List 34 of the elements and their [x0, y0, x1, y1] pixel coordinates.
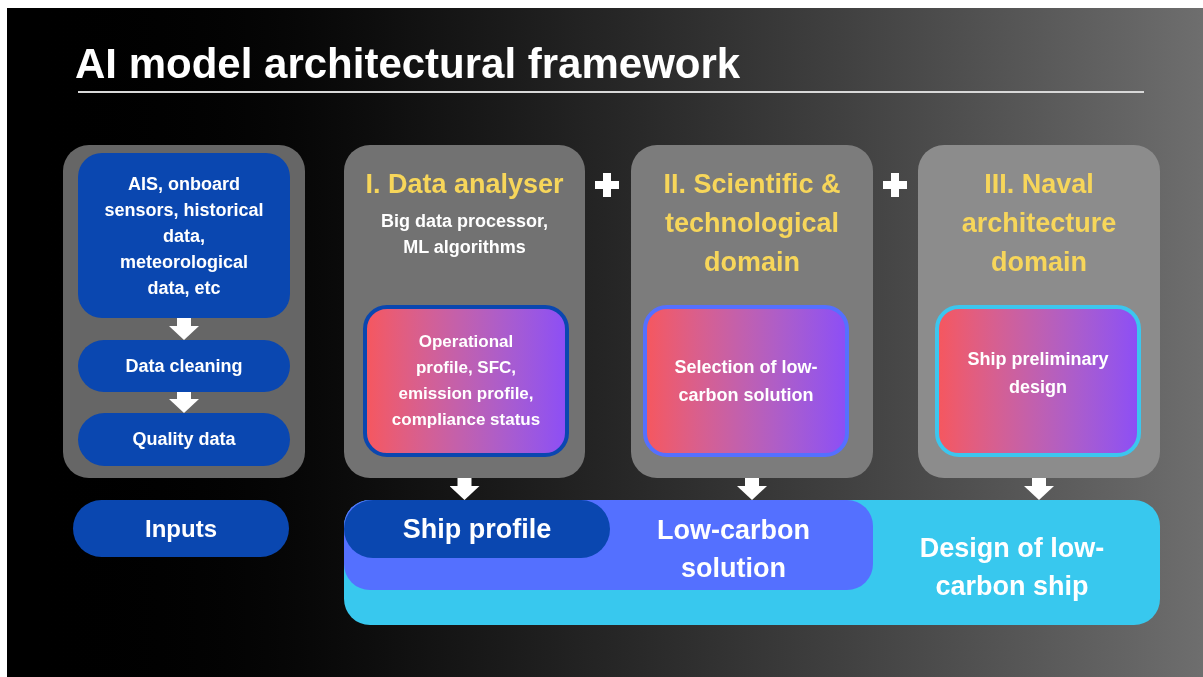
node-label: Ship preliminary design	[966, 348, 1110, 399]
block-arrow	[737, 478, 767, 500]
panel-heading: III. Naval architecture domain	[960, 168, 1118, 279]
process-pill	[78, 340, 290, 392]
inputs-panel	[63, 145, 305, 478]
node-label: Ship profile	[402, 513, 552, 546]
output-box	[935, 305, 1141, 457]
node-label: AIS, onboard sensors, historical data, meteorological data, etc	[103, 172, 265, 300]
node-label: Selection of low-carbon solution	[673, 356, 819, 407]
panel-heading: II. Scientific & technological domain	[662, 168, 842, 279]
node-label: Design of low-carbon ship	[918, 531, 1106, 603]
result-band	[344, 500, 1160, 625]
block-arrow	[449, 478, 480, 500]
module-panel	[344, 145, 585, 478]
panel-heading: I. Data analyser	[365, 168, 564, 201]
node-label: Quality data	[132, 428, 236, 451]
node-label: Inputs	[145, 513, 217, 544]
module-panel	[631, 145, 873, 478]
output-box	[363, 305, 569, 457]
slide-title: AI model architectural framework	[75, 39, 741, 89]
panel-subtitle: Big data processor, ML algorithms	[379, 210, 550, 259]
block-arrow	[1024, 478, 1054, 500]
node-label: Low-carbon solution	[656, 514, 811, 585]
result-band	[344, 500, 873, 590]
result-pill	[344, 500, 610, 558]
block-arrow	[169, 318, 199, 340]
module-panel	[918, 145, 1160, 478]
output-box	[643, 305, 849, 457]
process-pill	[78, 413, 290, 466]
node-label: Operational profile, SFC, emission profile, compliance status	[390, 331, 542, 431]
data-source-box	[78, 153, 290, 318]
block-arrow	[169, 392, 199, 413]
node-label: Data cleaning	[125, 354, 243, 378]
inputs-pill	[73, 500, 289, 557]
